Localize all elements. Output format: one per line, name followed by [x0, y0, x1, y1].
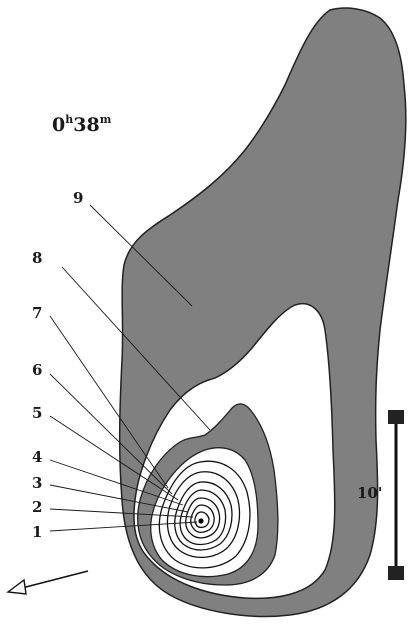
time-label: 0h38m: [52, 113, 112, 136]
contour-label-3: 3: [32, 474, 42, 492]
contour-label-9: 9: [73, 189, 83, 207]
arrow-left-down-icon: [8, 571, 88, 594]
time-minutes-unit: m: [100, 113, 112, 126]
contour-label-2: 2: [32, 498, 42, 516]
time-minutes: 38: [73, 114, 99, 136]
scale-bar-icon: [388, 410, 404, 580]
time-hours: 0: [52, 114, 65, 136]
contour-label-1: 1: [32, 523, 42, 541]
scale-bar-label: 10': [357, 484, 382, 502]
contour-label-4: 4: [32, 448, 42, 466]
contour-label-7: 7: [32, 304, 42, 322]
contour-label-8: 8: [32, 249, 42, 267]
contour-label-5: 5: [32, 404, 42, 422]
nucleus-dot-icon: [198, 518, 203, 523]
contour-label-6: 6: [32, 361, 42, 379]
time-hours-unit: h: [65, 113, 73, 126]
